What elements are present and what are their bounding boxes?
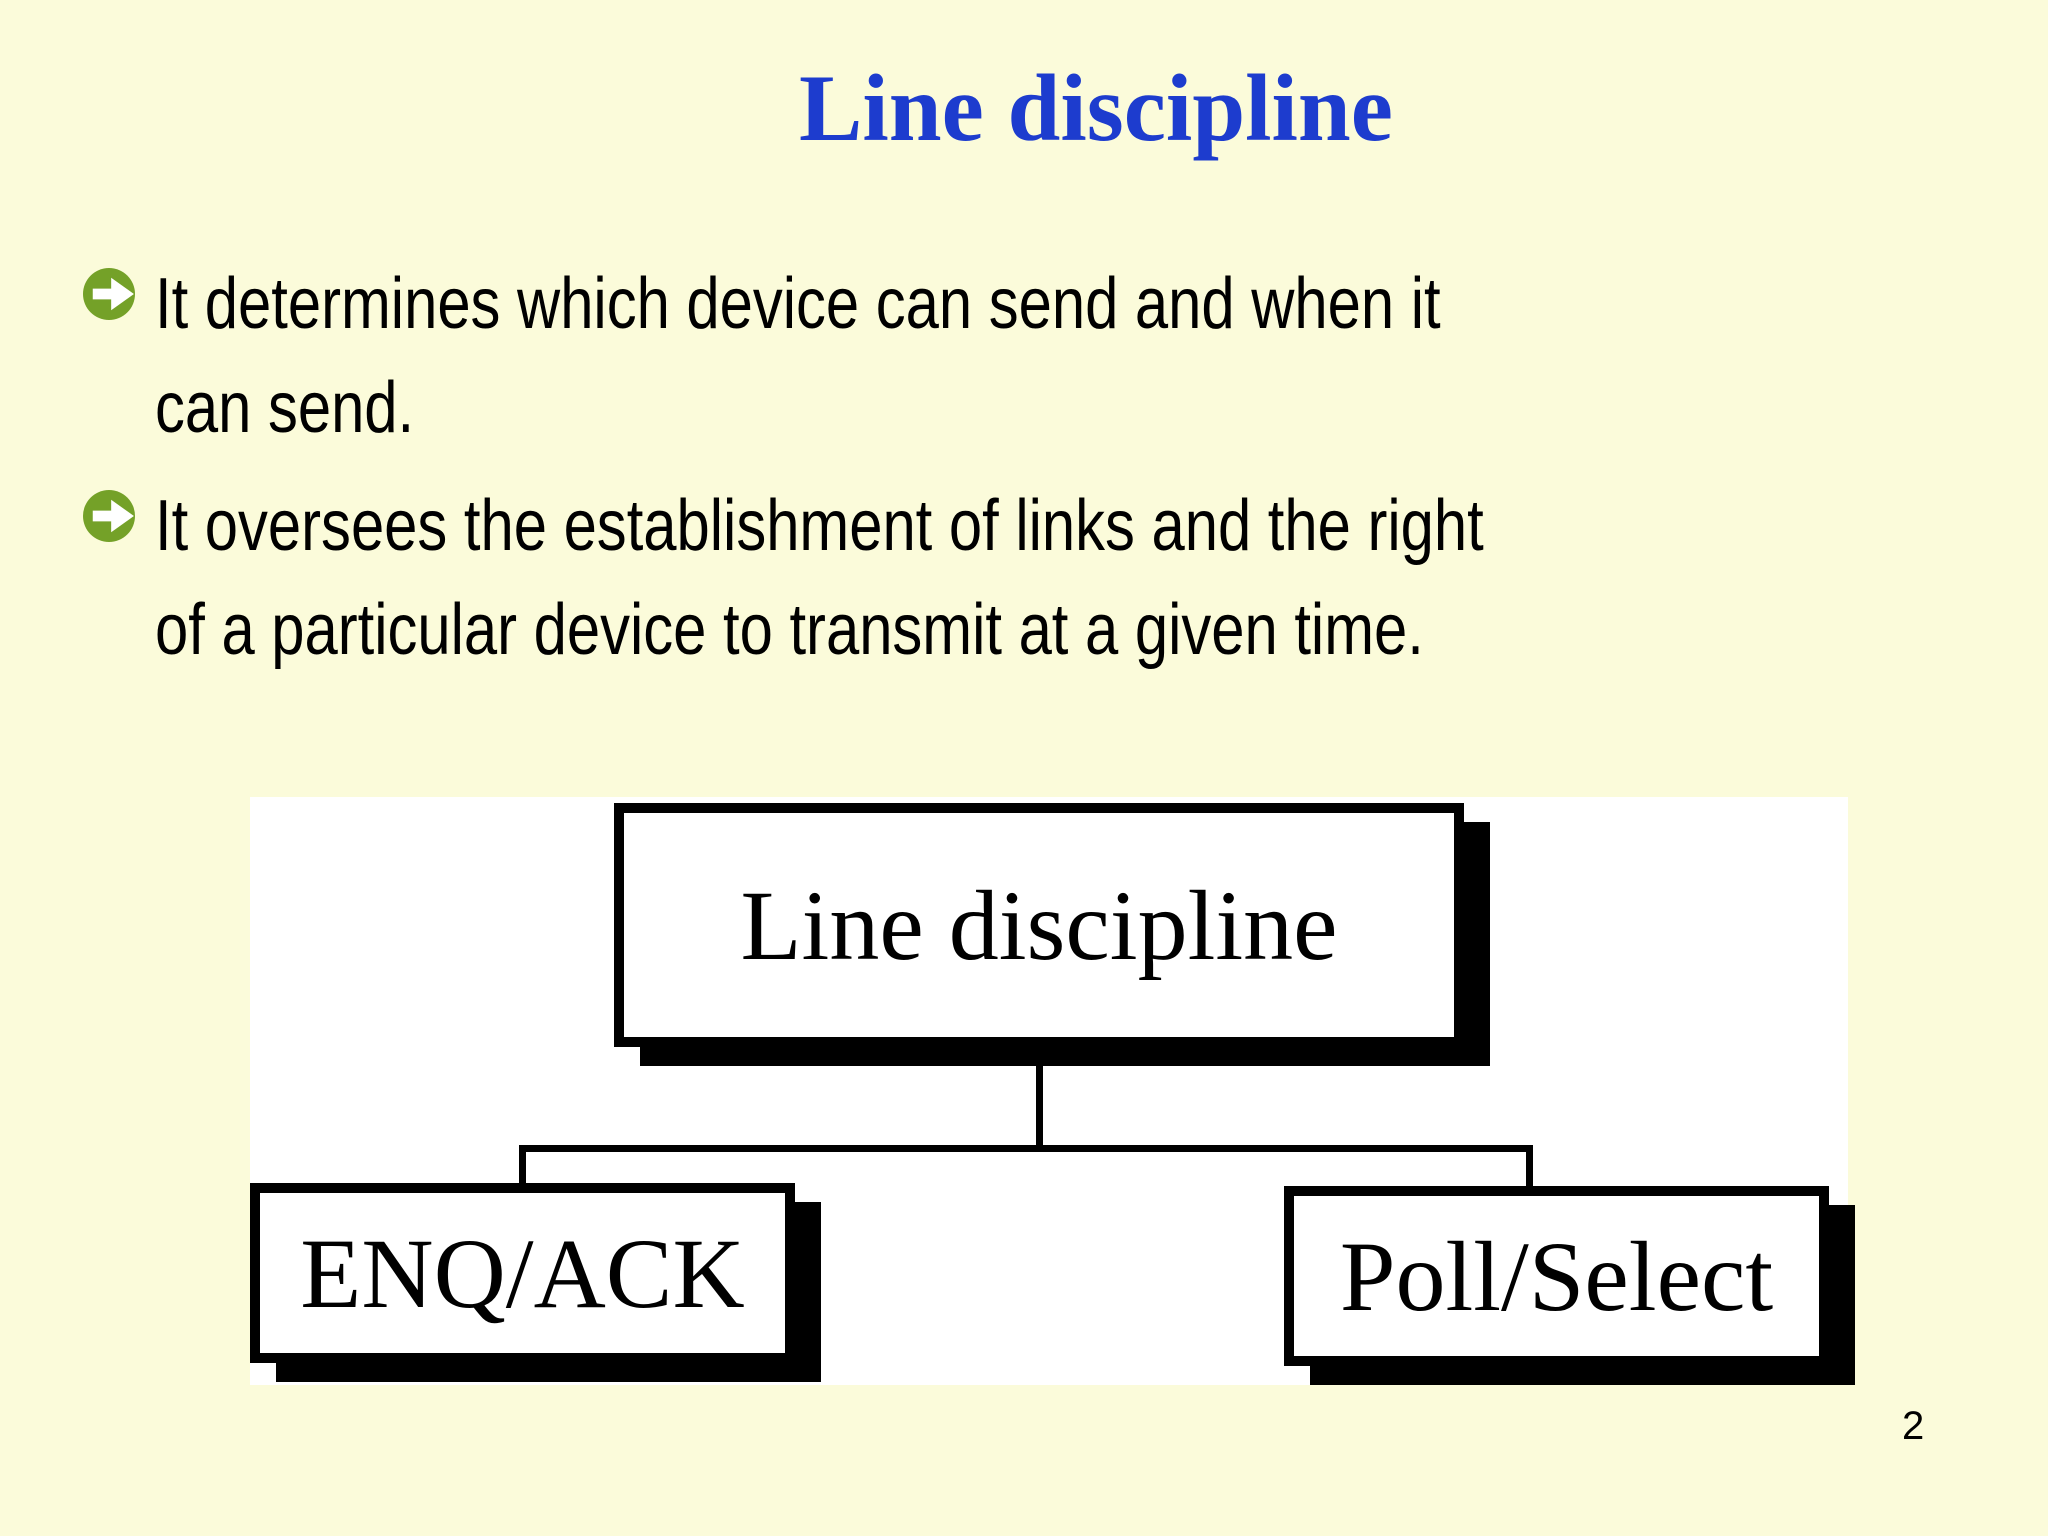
connector-left-vertical [519,1145,526,1189]
connector-right-vertical [1526,1145,1533,1192]
page-number: 2 [1902,1404,1925,1448]
circled-arrow-bullet-icon [83,268,135,320]
bullet-line: of a particular device to transmit at a … [155,590,1424,670]
connector-horizontal [519,1145,1533,1152]
page-title-text: Line discipline [799,55,1393,161]
bullet-item: It determines which device can send and … [83,252,1683,460]
bullet-line: can send. [155,368,415,448]
page-title: Line discipline [0,56,2048,161]
bullet-line: It determines which device can send and … [155,264,1441,344]
bullet-line: It oversees the establishment of links a… [155,486,1484,566]
circled-arrow-bullet-icon [83,490,135,542]
diagram-root-label: Line discipline [740,869,1338,981]
bullet-list: It determines which device can send and … [83,252,1683,682]
diagram-box-poll-select: Poll/Select [1284,1186,1829,1366]
bullet-item: It oversees the establishment of links a… [83,474,1683,682]
diagram-box-label: Poll/Select [1339,1220,1774,1332]
diagram-panel: Line discipline ENQ/ACK Poll/Select [250,797,1848,1385]
bullet-text: It oversees the establishment of links a… [155,474,1484,682]
diagram-box-label: ENQ/ACK [300,1217,745,1329]
diagram-root-box: Line discipline [614,803,1464,1047]
connector-root-vertical [1036,1045,1043,1149]
diagram-box-enq-ack: ENQ/ACK [250,1183,795,1363]
bullet-text: It determines which device can send and … [155,252,1441,460]
